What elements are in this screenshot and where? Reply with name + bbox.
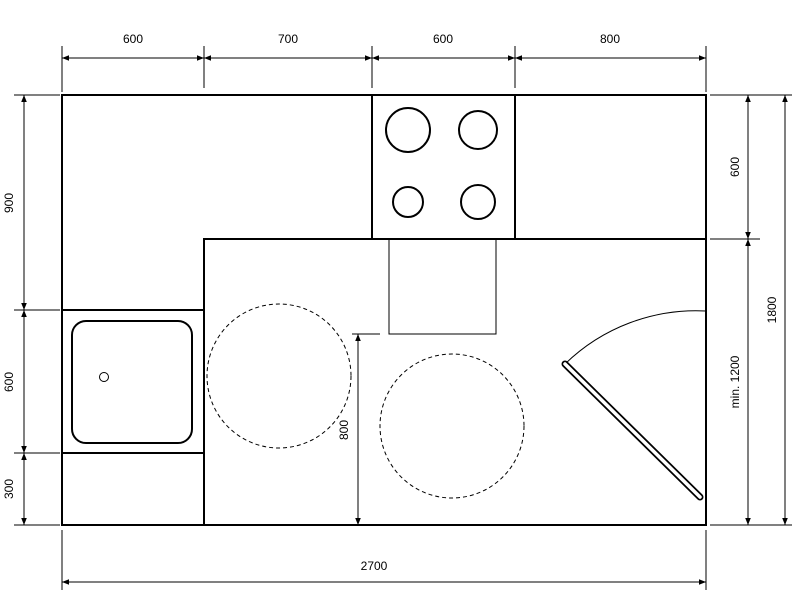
door	[561, 310, 707, 501]
counter-edge	[203, 238, 706, 525]
top-dim-label: 600	[433, 32, 453, 46]
left-dim-label: 900	[2, 193, 16, 213]
left-dim-label: 300	[2, 479, 16, 499]
right-dim-label: 600	[728, 157, 742, 177]
top-dim-label: 700	[278, 32, 298, 46]
right-total-label: 1800	[765, 296, 779, 323]
sink	[71, 320, 193, 444]
turning-circle	[379, 353, 525, 499]
cooktop	[371, 94, 516, 240]
burner-icon	[392, 186, 424, 218]
top-dim-label: 600	[123, 32, 143, 46]
top-dimension-chain: 600 700 600 800	[61, 32, 707, 92]
drain-icon	[99, 372, 109, 382]
bottom-dim-label: 2700	[361, 559, 388, 573]
burner-icon	[460, 184, 496, 220]
burner-icon	[385, 107, 431, 153]
cooktop-frame	[371, 94, 516, 240]
door-leaf-inner	[563, 362, 702, 499]
clearance-label: 800	[337, 420, 351, 440]
burner-icon	[458, 110, 498, 150]
door-swing-arc	[564, 310, 707, 365]
clearance-dimension: 800	[337, 333, 380, 525]
top-dim-label: 800	[600, 32, 620, 46]
right-dimension-chain: 600 min. 1200 1800	[710, 94, 792, 526]
oven-door-open-area	[388, 238, 497, 335]
sink-basin	[71, 320, 193, 444]
turning-circle	[206, 303, 352, 449]
bottom-dimension: 2700	[61, 530, 707, 590]
left-dimension-chain: 900 600 300	[2, 94, 60, 526]
counter-outlines	[62, 238, 706, 525]
right-dim-label: min. 1200	[728, 355, 742, 408]
left-dim-label: 600	[2, 372, 16, 392]
